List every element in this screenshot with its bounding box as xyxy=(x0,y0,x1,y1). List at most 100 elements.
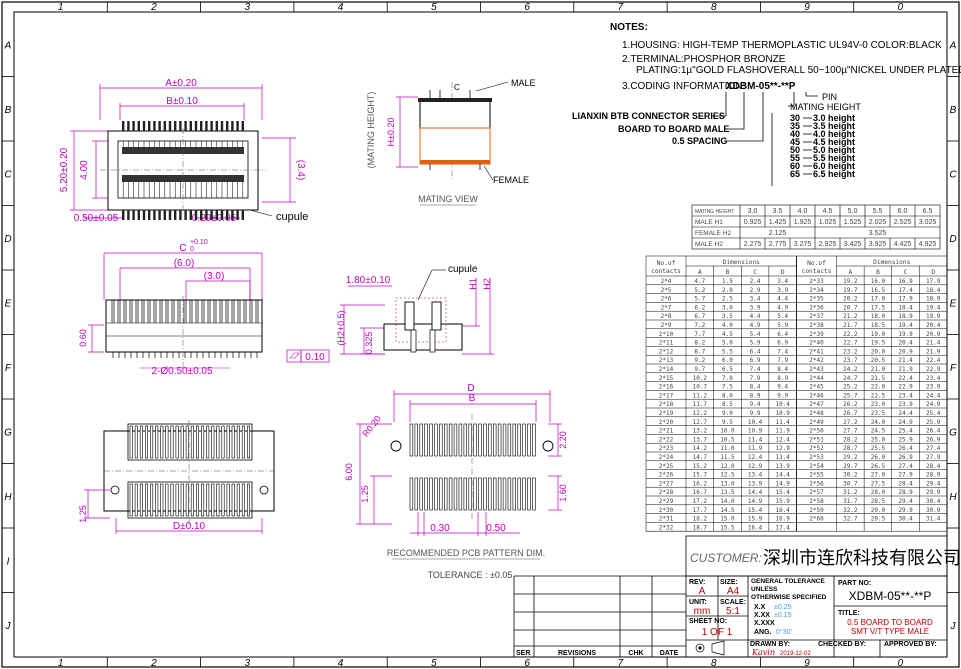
approved-label: APPROVED BY: xyxy=(884,641,937,648)
dim-table-cell: B xyxy=(726,269,730,276)
dim-table-cell: 17.2 xyxy=(693,498,708,505)
dim-table-cell: 7.0 xyxy=(722,375,733,382)
frame-row-right: J xyxy=(950,621,957,632)
height-table-cell: 1.525 xyxy=(844,219,862,226)
dim-table-cell: 2*32 xyxy=(659,524,674,531)
pcb-dim-6-00: 6.00 xyxy=(344,463,354,481)
height-table-cell: 2.025 xyxy=(869,219,887,226)
company-name: 深圳市连欣科技有限公司 xyxy=(763,548,961,569)
dim-table-cell: 25.0 xyxy=(871,436,886,443)
dim-c-tol2: 0 xyxy=(190,246,194,253)
dim-table-cell: D xyxy=(931,269,935,276)
dim-table-cell: 1.5 xyxy=(722,278,733,285)
dim-table-cell: 24.4 xyxy=(898,410,913,417)
dim-table-cell: 2*30 xyxy=(659,507,674,514)
dim-table-cell: 3.0 xyxy=(722,304,733,311)
dim-table-cell: 27.9 xyxy=(898,472,913,479)
dim-table-cell: 6.7 xyxy=(694,313,705,320)
dim-table-cell: 25.9 xyxy=(926,419,941,426)
dim-table-cell: 2*19 xyxy=(659,410,674,417)
frame-col-top: 6 xyxy=(524,2,530,13)
dim-table-cell: 14.0 xyxy=(720,498,735,505)
dim-table-cell: 29.4 xyxy=(898,498,913,505)
dim-table-cell: 23.2 xyxy=(843,348,858,355)
dim-table-cell: 2*51 xyxy=(809,436,824,443)
dim-table-cell: 9.9 xyxy=(777,392,788,399)
ang-label: ANG. xyxy=(754,629,772,636)
dim-table-cell: 2*13 xyxy=(659,357,674,364)
spacing-label: 0.5 SPACING xyxy=(672,136,727,146)
frame-row-right: E xyxy=(950,298,957,309)
dim-table-cell: 2*10 xyxy=(659,331,674,338)
dim-table-cell: 11.4 xyxy=(748,436,763,443)
dim-table-cell: 4.5 xyxy=(722,331,733,338)
height-table-cell: 2.775 xyxy=(769,241,787,248)
height-table-cell: 3.025 xyxy=(919,219,937,226)
height-table-cell: MATING HEIGHT xyxy=(695,209,734,215)
dim-table-cell: 7.4 xyxy=(777,348,788,355)
height-table-cell: 4.0 xyxy=(798,208,808,215)
dim-table-cell: 9.5 xyxy=(722,419,733,426)
dim-h1: H1 xyxy=(468,278,478,290)
frame-row-right: B xyxy=(950,105,957,116)
notes-block: NOTES: 1.HOUSING: HIGH-TEMP THERMOPLASTI… xyxy=(572,22,961,186)
height-table-cell: 1.025 xyxy=(819,219,837,226)
dim-table-cell: 2*58 xyxy=(809,498,824,505)
male-label: MALE xyxy=(511,78,536,88)
dim-table-cell: 20.0 xyxy=(871,348,886,355)
dim-table-cell: 11.4 xyxy=(775,419,790,426)
detail-cupule-label: cupule xyxy=(448,264,478,275)
part-code: XDBM-05**-**P xyxy=(726,81,796,92)
frame-row-left: D xyxy=(4,234,11,245)
dim-table-cell: 20.5 xyxy=(871,357,886,364)
height-table-cell: 3.5 xyxy=(773,208,783,215)
dim-c: C xyxy=(179,243,186,254)
dim-table-cell: 2*21 xyxy=(659,428,674,435)
dim-table-cell: 6.2 xyxy=(694,304,705,311)
dim-table-cell: 2*4 xyxy=(661,278,672,285)
dim-table-cell: 10.4 xyxy=(748,419,763,426)
dim-table-cell: 26.0 xyxy=(871,454,886,461)
size-value: A4 xyxy=(727,586,740,597)
dim-table-cell: 21.9 xyxy=(898,366,913,373)
dim-table-cell: 25.4 xyxy=(898,428,913,435)
dim-table-cell: C xyxy=(904,269,908,276)
dim-table-cell: 14.5 xyxy=(720,507,735,514)
dim-table-cell: 3.4 xyxy=(777,278,788,285)
dim-table-cell: 5.0 xyxy=(722,340,733,347)
dim-table-cell: 24.7 xyxy=(843,375,858,382)
dim-table-cell: 8.2 xyxy=(694,340,705,347)
projection-symbol-icon xyxy=(695,643,705,653)
dim-table-cell: 2*17 xyxy=(659,392,674,399)
dim-table-cell: 14.2 xyxy=(693,445,708,452)
dim-table-cell: 2*57 xyxy=(809,489,824,496)
dim-table-cell: 2*46 xyxy=(809,392,824,399)
dim-table-cell: 2*47 xyxy=(809,401,824,408)
dim-table-cell: 2*14 xyxy=(659,366,674,373)
dim-table-cell: 9.9 xyxy=(750,410,761,417)
tol-xxx: X.XXX xyxy=(754,620,775,627)
dim-table-cell: 18.0 xyxy=(871,313,886,320)
dim-table-cell: 26.2 xyxy=(843,401,858,408)
partno-value: XDBM-05**-**P xyxy=(849,589,932,603)
dim-table-cell: 23.7 xyxy=(843,357,858,364)
dim-table-cell: 24.0 xyxy=(871,419,886,426)
customer-label: CUSTOMER: xyxy=(690,551,762,565)
dim-table-cell: 21.7 xyxy=(843,322,858,329)
dim-table-cell: 7.9 xyxy=(750,375,761,382)
dim-table-cell: 24.4 xyxy=(926,392,941,399)
dim-table-cell: 13.9 xyxy=(748,480,763,487)
height-code: 35 xyxy=(790,121,800,131)
dim-table-cell: 22.2 xyxy=(843,331,858,338)
dim-table-cell: 11.5 xyxy=(720,454,735,461)
dim-table-cell: 2*54 xyxy=(809,463,824,470)
height-table-cell: 3.525 xyxy=(869,230,887,237)
dim-table-cell: 5.4 xyxy=(750,331,761,338)
frame-col-top: 5 xyxy=(431,2,437,13)
frame-row-right: A xyxy=(949,40,957,51)
dim-table-cell: 2*8 xyxy=(661,313,672,320)
tol-x-value: ±0.25 xyxy=(774,604,792,611)
dim-table-cell: 2*43 xyxy=(809,366,824,373)
dim-table-cell: contacts xyxy=(651,268,681,275)
pin-label: PIN xyxy=(822,92,837,102)
